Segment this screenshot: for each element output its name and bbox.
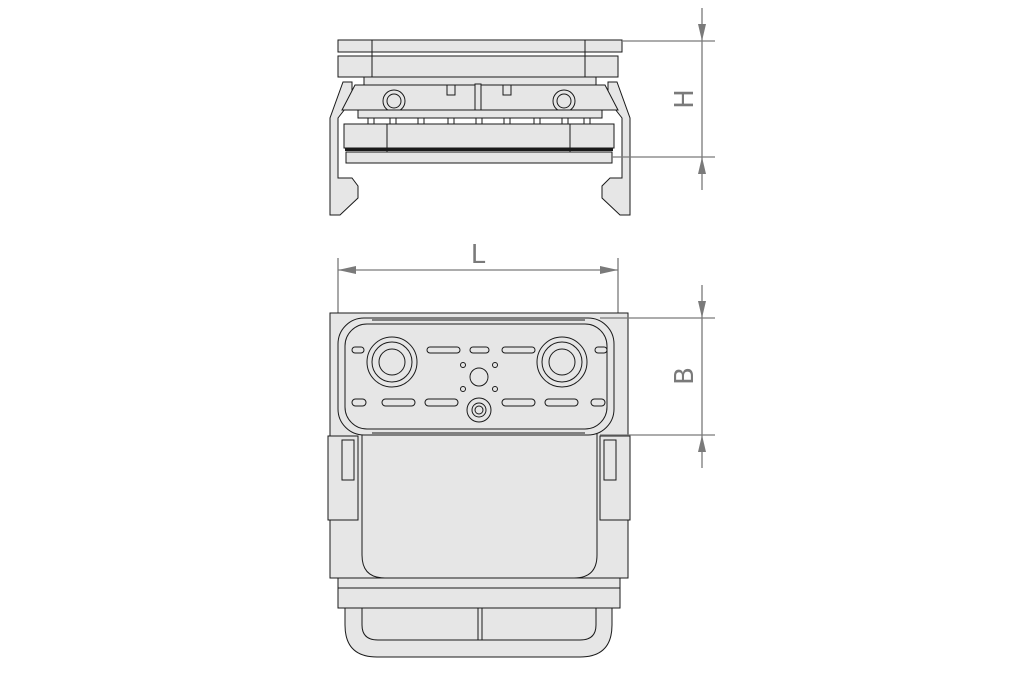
screw-icon [382,89,406,113]
side-view [329,39,631,216]
dimension-b: B [600,285,715,468]
suction-plate-top [337,317,615,436]
screw-icon [552,89,576,113]
vacuum-port-right [536,336,588,388]
suction-plate [345,151,613,164]
dimension-l: L [337,240,619,318]
top-view [327,312,631,658]
dimension-label-l: L [471,240,486,270]
slots [351,346,608,407]
studs [367,117,591,125]
center-port [466,397,492,423]
dimension-label-h: H [670,89,700,109]
second-plate [337,55,619,78]
right-clamp [601,81,631,216]
vacuum-port-left [366,336,418,388]
gripper-pad [343,123,615,149]
top-plate [337,39,623,53]
dimension-h: H [612,8,715,190]
body-top [361,431,598,579]
crossbar [337,577,621,609]
dimension-label-b: B [670,367,700,385]
